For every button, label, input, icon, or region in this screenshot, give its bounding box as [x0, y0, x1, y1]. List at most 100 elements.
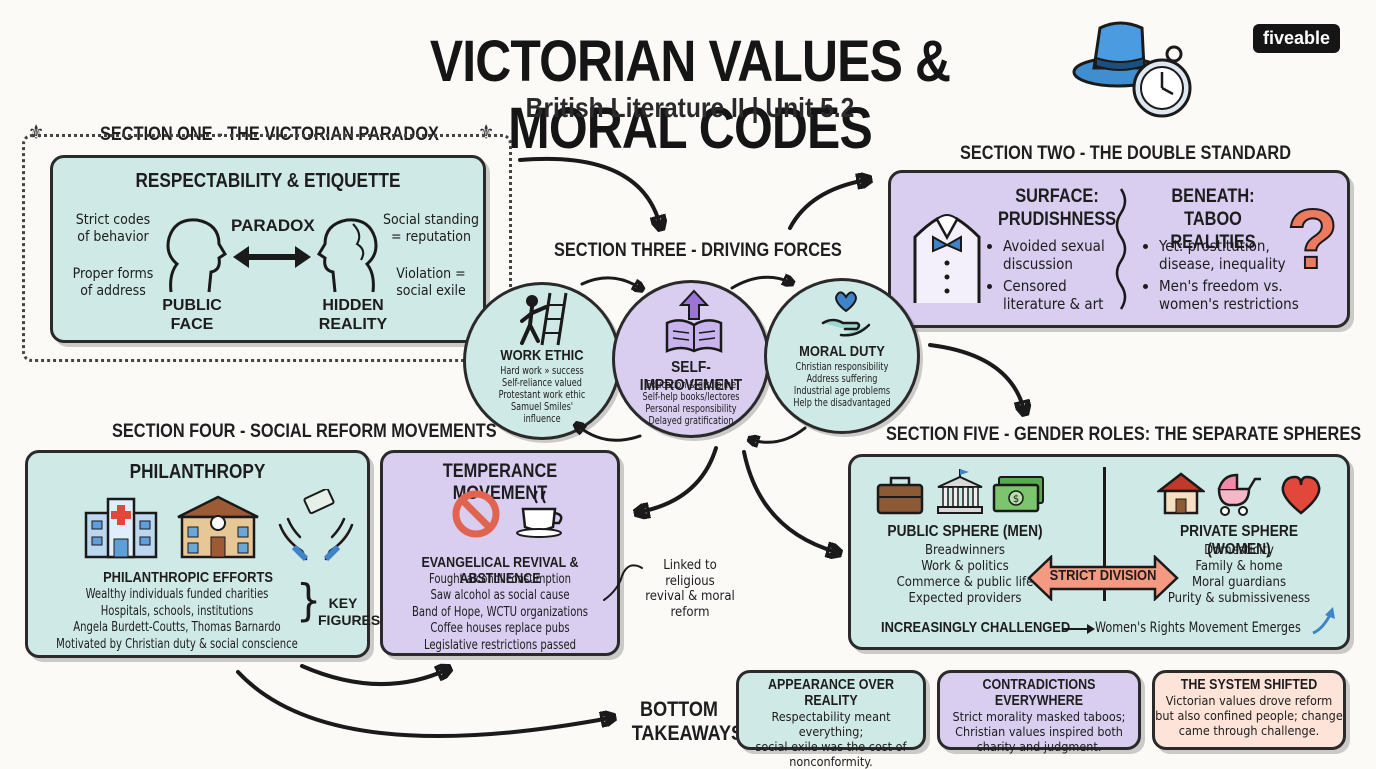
hidden-reality-profile-icon	[316, 218, 378, 293]
arrow-s3-to-spheres	[742, 450, 836, 552]
arrow-s4-to-temperance	[300, 666, 446, 687]
challenged-arrow	[1063, 624, 1095, 634]
wavy-divider	[1115, 188, 1127, 310]
philanthropic-efforts-subtitle: PHILANTHROPIC EFFORTS	[103, 569, 273, 586]
section-one-ornament-left: ⚜	[28, 120, 45, 144]
philanthropy-lines: Wealthy individuals funded charities Hos…	[56, 587, 298, 652]
work-ethic-lines: Hard work » success Self-reliance valued…	[498, 365, 586, 425]
public-face-profile-icon	[166, 218, 228, 293]
private-sphere-lines: Domesticity Family & home Moral guardian…	[1167, 543, 1311, 606]
private-sphere-title: PRIVATE SPHERE (WOMEN)	[1179, 523, 1299, 558]
self-improvement-title: SELF-IMPROVEMENT	[639, 359, 743, 394]
beneath-item: Men's freedom vs. women's restrictions	[1159, 277, 1309, 313]
arrow-s1-to-s3	[518, 156, 660, 225]
section-three-heading: SECTION THREE - DRIVING FORCES	[554, 240, 842, 261]
sphere-divider	[1103, 467, 1106, 601]
self-improvement-lines: Education & discipline Self-help books/l…	[642, 379, 740, 427]
takeaway-card-title: THE SYSTEM SHIFTED	[1180, 677, 1318, 693]
separate-spheres-box: $ PUBLIC SPHERE (MEN) Breadwinners Work …	[848, 454, 1350, 650]
section-two-heading: SECTION TWO - THE DOUBLE STANDARD	[960, 143, 1292, 164]
surface-item: Avoided sexual discussion	[1003, 237, 1123, 273]
government-building-icon	[937, 469, 983, 514]
social-standing-text: Social standing= reputation	[382, 212, 480, 245]
respectability-title: RESPECTABILITY & ETIQUETTE	[135, 170, 401, 192]
briefcase-icon	[876, 476, 924, 515]
takeaway-card: CONTRADICTIONS EVERYWHERE Strict moralit…	[937, 670, 1141, 754]
takeaway-card: THE SYSTEM SHIFTED Victorian values drov…	[1152, 670, 1346, 750]
violation-text: Violation =social exile	[396, 266, 466, 299]
rising-arrow-icon	[1312, 607, 1335, 635]
public-sphere-lines: Breadwinners Work & politics Commerce & …	[896, 543, 1034, 606]
strict-division-arrow	[1027, 555, 1179, 601]
page-subtitle: British Literature II | Unit 5.2	[525, 92, 855, 123]
beneath-title: BENEATH:TABOO REALITIES	[1170, 186, 1256, 253]
section-one-dotted-frame	[22, 134, 512, 362]
section-five-heading: SECTION FIVE - GENDER ROLES: THE SEPARAT…	[886, 424, 1362, 445]
double-standard-box: SURFACE:PRUDISHNESS Avoided sexual discu…	[888, 170, 1350, 328]
arrow-s4-to-takeaways	[236, 670, 610, 738]
giving-hands-icon	[278, 489, 354, 562]
temperance-note: Linked to religious revival & moral refo…	[645, 558, 735, 620]
temperance-subtitle: EVANGELICAL REVIVAL & ABSTINENCE	[421, 555, 579, 587]
temperance-lines: Fought alcohol consumption Saw alcohol a…	[411, 572, 589, 653]
work-ethic-circle: WORK ETHIC Hard work » success Self-reli…	[463, 282, 621, 440]
arrow-s3-to-s5	[928, 343, 1024, 410]
school-building-icon	[177, 495, 259, 559]
public-sphere-title: PUBLIC SPHERE (MEN)	[887, 523, 1043, 540]
surface-item: Censored literature & art	[1003, 277, 1123, 313]
arrow-self-to-moral	[730, 277, 790, 290]
page-title: VICTORIAN VALUES & MORAL CODES	[429, 29, 951, 161]
takeaway-card: APPEARANCE OVER REALITY Respectability m…	[736, 670, 926, 769]
baby-carriage-icon	[1217, 473, 1261, 516]
hospital-icon	[84, 497, 158, 559]
temperance-box: TEMPERANCE MOVEMENT EVANGELICAL REVIVAL …	[380, 450, 620, 656]
work-ethic-title: WORK ETHIC	[500, 347, 584, 364]
arrow-moral-to-self	[752, 426, 807, 442]
womens-rights-text: Women's Rights Movement Emerges	[1095, 620, 1301, 636]
arrow-s3-to-temperance	[640, 446, 718, 512]
heart-hand-icon	[821, 291, 871, 337]
house-icon	[1157, 472, 1205, 515]
surface-title: SURFACE:PRUDISHNESS	[997, 186, 1117, 230]
philanthropy-box: PHILANTHROPY PHILANTHROPIC EFFORTS Wealt…	[25, 450, 380, 658]
surface-list: Avoided sexual discussion Censored liter…	[987, 237, 1123, 313]
takeaway-card-title: CONTRADICTIONS EVERYWHERE	[982, 677, 1096, 709]
takeaway-card-title: APPEARANCE OVER REALITY	[767, 677, 895, 709]
moral-duty-title: MORAL DUTY	[799, 343, 885, 360]
takeaway-card-lines: Strict morality masked taboos;Christian …	[952, 709, 1126, 754]
increasingly-challenged-text: INCREASINGLY CHALLENGED	[881, 619, 1071, 636]
climbing-ladder-icon	[520, 292, 568, 346]
open-book-arrow-icon	[665, 289, 723, 353]
takeaway-card-lines: Respectability meant everything;social e…	[755, 709, 907, 769]
self-improvement-circle: SELF-IMPROVEMENT Education & discipline …	[612, 280, 770, 438]
section-one-ornament-right: ⚜	[478, 120, 495, 144]
money-stack-icon: $	[992, 476, 1044, 513]
brand-logo: fiveable	[1253, 24, 1341, 53]
svg-text:$: $	[1013, 494, 1019, 505]
coffee-cup-icon	[516, 490, 563, 538]
philanthropy-title: PHILANTHROPY	[129, 461, 266, 483]
paradox-double-arrow-icon	[233, 246, 311, 268]
beneath-list: Yet: prostitution, disease, inequality M…	[1143, 237, 1309, 313]
section-four-heading: SECTION FOUR - SOCIAL REFORM MOVEMENTS	[112, 421, 497, 442]
moral-duty-circle: MORAL DUTY Christian responsibility Addr…	[764, 278, 920, 434]
key-figures-brace: }	[296, 575, 322, 626]
heart-icon	[1281, 475, 1321, 515]
moral-duty-lines: Christian responsibility Address sufferi…	[793, 361, 891, 409]
paradox-label: PARADOX	[231, 216, 315, 235]
top-hat-pocket-watch-icon	[1072, 21, 1192, 118]
collar-bowtie-icon	[913, 214, 981, 303]
question-mark-icon: ?	[1286, 191, 1339, 287]
arrow-s3-to-s2	[788, 180, 866, 230]
strict-division-label: STRICT DIVISION	[1049, 567, 1157, 584]
prohibition-sign-icon	[452, 490, 500, 538]
temperance-title: TEMPERANCE MOVEMENT	[442, 461, 558, 504]
beneath-item: Yet: prostitution, disease, inequality	[1159, 237, 1309, 273]
